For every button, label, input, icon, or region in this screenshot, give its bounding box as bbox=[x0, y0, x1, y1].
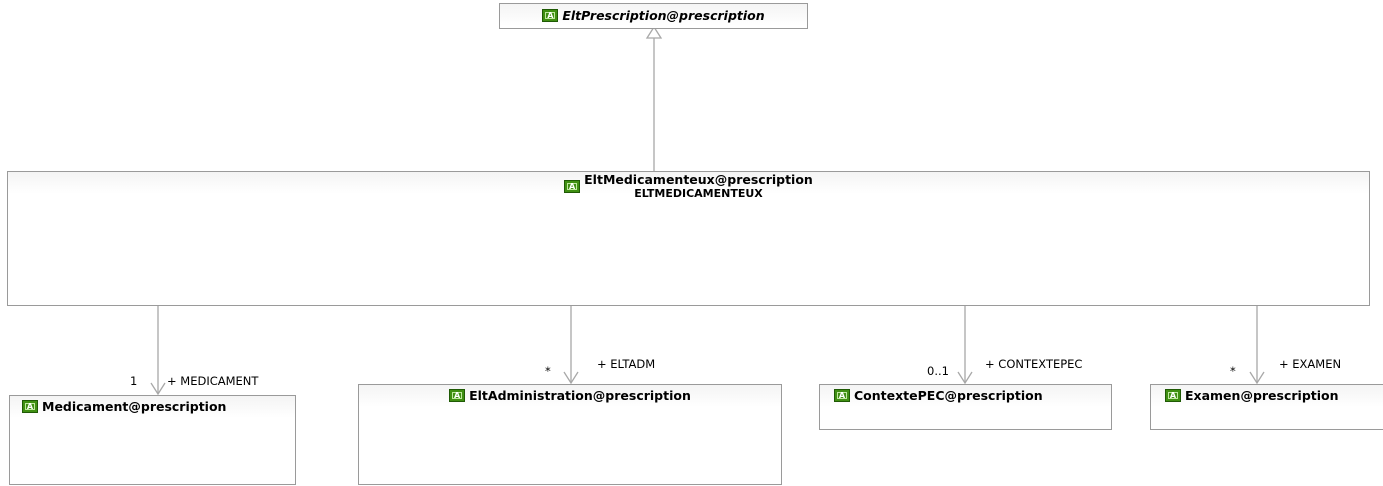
class-name: Examen@prescription bbox=[1185, 388, 1339, 403]
association-arrow-examen bbox=[1249, 371, 1265, 385]
multiplicity-eltadm: * bbox=[545, 364, 551, 378]
role-eltadm: + ELTADM bbox=[597, 357, 656, 371]
class-eltmedicamenteux[interactable]: A EltMedicamenteux@prescription ELTMEDIC… bbox=[7, 171, 1370, 306]
multiplicity-examen: * bbox=[1230, 364, 1236, 378]
abstract-class-icon: A bbox=[564, 180, 581, 193]
role-medicament: + MEDICAMENT bbox=[167, 374, 259, 388]
abstract-class-icon: A bbox=[22, 400, 38, 413]
class-eltadministration[interactable]: A EltAdministration@prescription bbox=[358, 384, 782, 485]
class-name: EltPrescription@prescription bbox=[562, 8, 765, 23]
class-name: EltAdministration@prescription bbox=[469, 388, 691, 403]
class-eltprescription[interactable]: A EltPrescription@prescription bbox=[499, 3, 808, 29]
abstract-class-icon: A bbox=[449, 389, 466, 402]
class-name: ContextePEC@prescription bbox=[854, 388, 1043, 403]
role-contextepec: + CONTEXTEPEC bbox=[985, 357, 1083, 371]
abstract-class-icon: A bbox=[834, 389, 850, 402]
class-name: Medicament@prescription bbox=[42, 399, 227, 414]
class-contextepec[interactable]: A ContextePEC@prescription bbox=[819, 384, 1112, 430]
generalization-arrowhead bbox=[645, 25, 663, 39]
association-arrow-medicament bbox=[150, 382, 166, 396]
multiplicity-contextepec: 0..1 bbox=[927, 364, 949, 378]
class-medicament[interactable]: A Medicament@prescription bbox=[9, 395, 296, 485]
role-examen: + EXAMEN bbox=[1279, 357, 1342, 371]
class-name: EltMedicamenteux@prescription bbox=[584, 172, 813, 187]
class-examen[interactable]: A Examen@prescription bbox=[1150, 384, 1383, 430]
abstract-class-icon: A bbox=[542, 9, 559, 22]
multiplicity-medicament: 1 bbox=[130, 374, 138, 388]
association-arrow-contextepec bbox=[957, 371, 973, 385]
abstract-class-icon: A bbox=[1165, 389, 1181, 402]
association-arrow-eltadm bbox=[563, 371, 579, 385]
class-table-name: ELTMEDICAMENTEUX bbox=[634, 187, 763, 200]
